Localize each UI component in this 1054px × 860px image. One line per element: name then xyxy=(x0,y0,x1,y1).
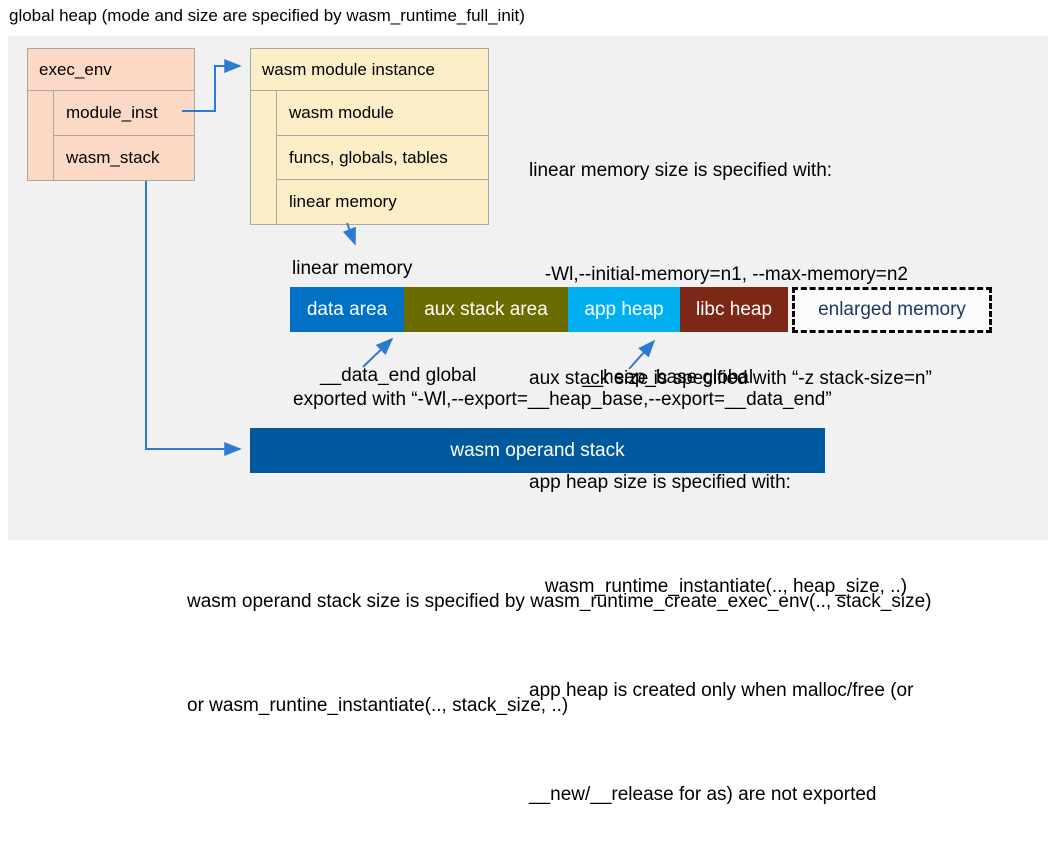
note-line: app heap size is specified with: xyxy=(529,472,791,493)
enlarged-memory-box: enlarged memory xyxy=(792,287,992,333)
exported-with-label: exported with “-Wl,--export=__heap_base,… xyxy=(293,389,832,410)
module-instance-row: wasm module xyxy=(276,91,488,136)
exec-env-row: module_inst xyxy=(53,91,194,136)
heap-base-global-label: __heap_base global xyxy=(582,367,754,388)
diagram-title: global heap (mode and size are specified… xyxy=(9,6,525,25)
caption-line: wasm operand stack size is specified by … xyxy=(187,591,932,612)
exec-env-header: exec_env xyxy=(28,49,194,91)
wasm-operand-stack-bar: wasm operand stack xyxy=(250,428,825,473)
note-line: aux stack size is specified with “-z sta… xyxy=(529,368,932,389)
linear-memory-label: linear memory xyxy=(292,258,413,279)
linear-memory-segment: libc heap xyxy=(680,287,788,332)
note-line: linear memory size is specified with: xyxy=(529,160,833,181)
module-instance-header: wasm module instance xyxy=(251,49,488,91)
module-instance-box: wasm module instance wasm module funcs, … xyxy=(250,48,489,225)
exec-env-box: exec_env module_inst wasm_stack xyxy=(27,48,195,181)
linear-memory-bar: data area aux stack area app heap libc h… xyxy=(290,287,788,332)
data-end-global-label: __data_end global xyxy=(320,365,477,386)
exec-env-rows: module_inst wasm_stack xyxy=(28,91,194,180)
linear-memory-segment: aux stack area xyxy=(404,287,568,332)
module-instance-row: funcs, globals, tables xyxy=(276,135,488,181)
module-instance-row: linear memory xyxy=(276,180,488,225)
exec-env-row: wasm_stack xyxy=(53,136,194,180)
caption-line: or wasm_runtine_instantiate(.., stack_si… xyxy=(187,695,569,716)
linear-memory-segment: data area xyxy=(290,287,404,332)
note-line: __new/__release for as) are not exported xyxy=(529,784,877,805)
note-line: -Wl,--initial-memory=n1, --max-memory=n2 xyxy=(529,264,908,285)
linear-memory-segment: app heap xyxy=(568,287,680,332)
module-instance-rows: wasm module funcs, globals, tables linea… xyxy=(251,91,488,225)
operand-stack-caption: wasm operand stack size is specified by … xyxy=(187,485,932,771)
